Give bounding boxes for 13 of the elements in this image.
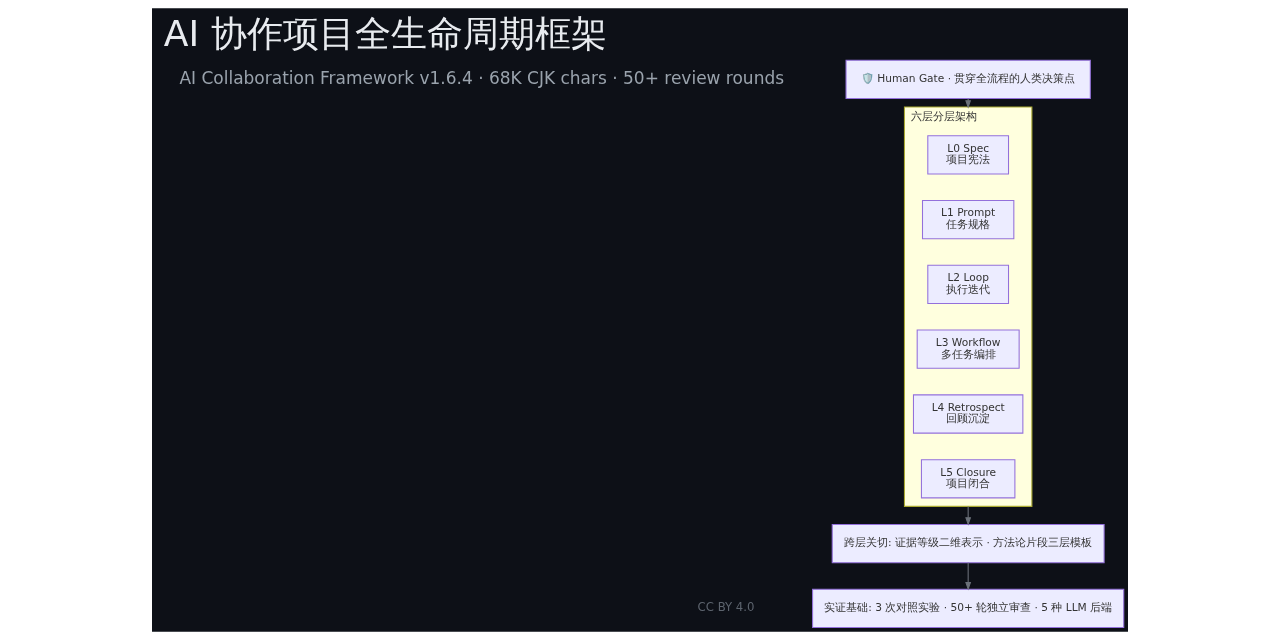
node-box: L5 Closure 项目闭合 <box>920 459 1016 499</box>
node-box: L2 Loop 执行迭代 <box>927 264 1010 305</box>
label: CC BY 4.0 <box>697 600 755 615</box>
node-box: L1 Prompt 任务规格 <box>921 200 1015 240</box>
arrow <box>965 505 972 526</box>
node-box: L3 Workflow 多任务编排 <box>916 329 1020 369</box>
label: AI Collaboration Framework v1.6.4 · 68K CJK chars · 50+ review rounds <box>179 67 785 88</box>
node-box: 实证基础: 3 次对照实验 · 50+ 轮独立审查 · 5 种 LLM 后端 <box>812 588 1125 628</box>
node-box: L4 Retrospect 回顾沉淀 <box>912 394 1024 434</box>
diagram-title: AI 协作项目全生命周期框架 <box>163 11 607 55</box>
arrow <box>965 562 972 591</box>
node-box: 跨层关切: 证据等级二维表示 · 方法论片段三层模板 <box>831 523 1105 564</box>
node-box: L0 Spec 项目宪法 <box>927 135 1010 175</box>
